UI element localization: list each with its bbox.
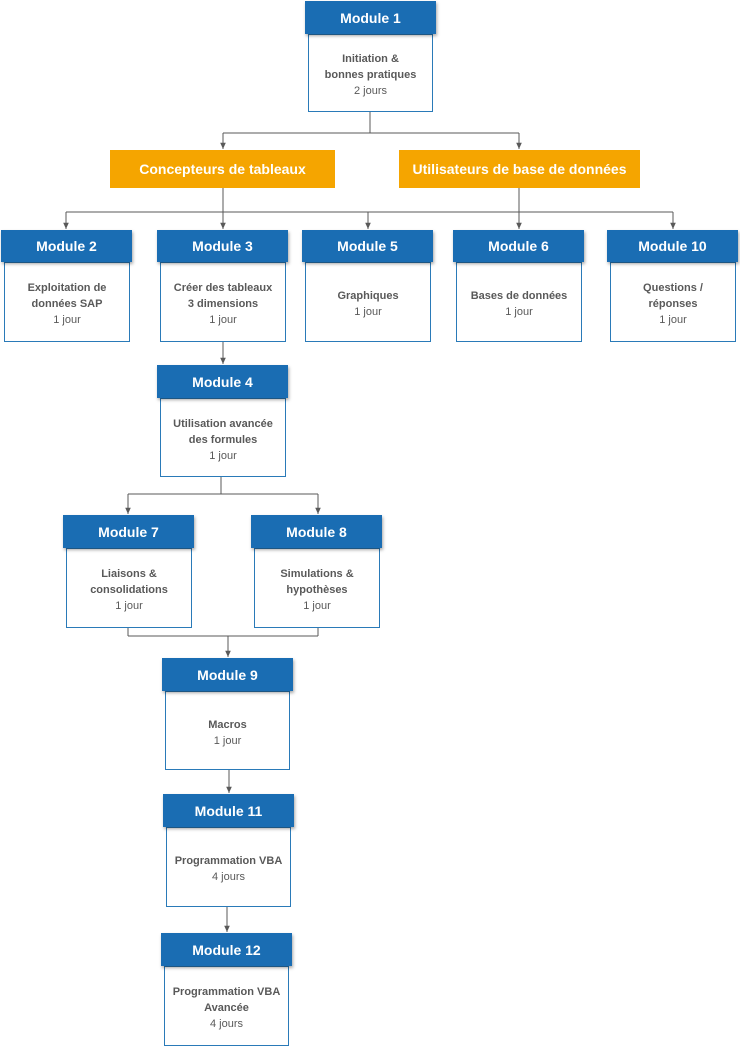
module-9-title: Macros: [208, 718, 247, 731]
group-concepteurs-de-tableaux: Concepteurs de tableaux: [110, 150, 335, 188]
module-1-title: Initiation & bonnes pratiques: [324, 53, 417, 81]
connector-merge-to-m9: [127, 627, 319, 637]
module-8-duration: 1 jour: [303, 600, 331, 612]
module-6-duration: 1 jour: [505, 306, 533, 318]
module-7: Module 7 Liaisons & consolidations 1 jou…: [63, 515, 194, 628]
module-7-title: Liaisons & consolidations: [90, 568, 168, 596]
module-12-duration: 4 jours: [209, 1018, 244, 1030]
module-7-body: Liaisons & consolidations 1 jour: [66, 548, 192, 628]
module-4-header: Module 4: [157, 365, 288, 398]
module-9-duration: 1 jour: [213, 734, 242, 747]
module-1-header: Module 1: [305, 1, 436, 34]
module-4-title: Utilisation avancée des formules: [173, 417, 273, 446]
group-label: Utilisateurs de base de données: [412, 161, 627, 177]
module-8-body: Simulations & hypothèses 1 jour: [254, 548, 380, 628]
module-5-body: Graphiques 1 jour: [305, 262, 431, 342]
module-11-body: Programmation VBA 4 jours: [166, 827, 291, 907]
module-11: Module 11 Programmation VBA 4 jours: [163, 794, 294, 907]
module-4-duration: 1 jour: [209, 449, 237, 462]
module-5-title: Graphiques: [337, 290, 399, 302]
group-label: Concepteurs de tableaux: [139, 161, 306, 177]
module-1-duration: 2 jours: [353, 85, 388, 97]
module-6-header: Module 6: [453, 230, 584, 262]
module-1-body: Initiation & bonnes pratiques 2 jours: [308, 34, 433, 112]
module-2: Module 2 Exploitation de données SAP 1 j…: [1, 230, 132, 342]
module-8-title: Simulations & hypothèses: [280, 568, 354, 596]
module-8: Module 8 Simulations & hypothèses 1 jour: [251, 515, 382, 628]
module-5: Module 5 Graphiques 1 jour: [302, 230, 433, 342]
module-9: Module 9 Macros 1 jour: [162, 658, 293, 770]
connector-groups-row: [66, 188, 673, 213]
module-6: Module 6 Bases de données 1 jour: [453, 230, 584, 342]
module-11-duration: 4 jours: [211, 871, 246, 883]
connector-m1-groups: [223, 111, 519, 134]
module-4: Module 4 Utilisation avancée des formule…: [157, 365, 288, 477]
module-3-header: Module 3: [157, 230, 288, 262]
module-6-body: Bases de données 1 jour: [456, 262, 582, 342]
module-9-header: Module 9: [162, 658, 293, 691]
module-2-title: Exploitation de données SAP: [27, 282, 107, 310]
module-1: Module 1 Initiation & bonnes pratiques 2…: [305, 1, 436, 112]
module-11-header: Module 11: [163, 794, 294, 827]
module-3: Module 3 Créer des tableaux 3 dimensions…: [157, 230, 288, 342]
module-10-body: Questions / réponses 1 jour: [610, 262, 736, 342]
module-5-header: Module 5: [302, 230, 433, 262]
module-3-title: Créer des tableaux 3 dimensions: [173, 282, 273, 310]
module-2-header: Module 2: [1, 230, 132, 262]
connector-m4-split: [128, 477, 318, 495]
module-3-duration: 1 jour: [209, 314, 237, 326]
module-4-body: Utilisation avancée des formules 1 jour: [160, 398, 286, 477]
module-10-header: Module 10: [607, 230, 738, 262]
module-7-header: Module 7: [63, 515, 194, 548]
module-5-duration: 1 jour: [354, 306, 382, 318]
module-12: Module 12 Programmation VBA Avancée 4 jo…: [161, 933, 292, 1046]
module-9-body: Macros 1 jour: [165, 691, 290, 770]
module-7-duration: 1 jour: [115, 600, 143, 612]
module-2-duration: 1 jour: [53, 314, 81, 326]
module-10-title: Questions / réponses: [643, 282, 703, 310]
module-11-title: Programmation VBA: [174, 855, 283, 867]
module-8-header: Module 8: [251, 515, 382, 548]
module-2-body: Exploitation de données SAP 1 jour: [4, 262, 130, 342]
module-3-body: Créer des tableaux 3 dimensions 1 jour: [160, 262, 286, 342]
module-12-title: Programmation VBA Avancée: [172, 986, 281, 1014]
module-10: Module 10 Questions / réponses 1 jour: [607, 230, 738, 342]
module-6-title: Bases de données: [470, 290, 568, 302]
module-12-header: Module 12: [161, 933, 292, 966]
module-12-body: Programmation VBA Avancée 4 jours: [164, 966, 289, 1046]
module-10-duration: 1 jour: [659, 314, 687, 326]
group-utilisateurs-base-de-donnees: Utilisateurs de base de données: [399, 150, 640, 188]
